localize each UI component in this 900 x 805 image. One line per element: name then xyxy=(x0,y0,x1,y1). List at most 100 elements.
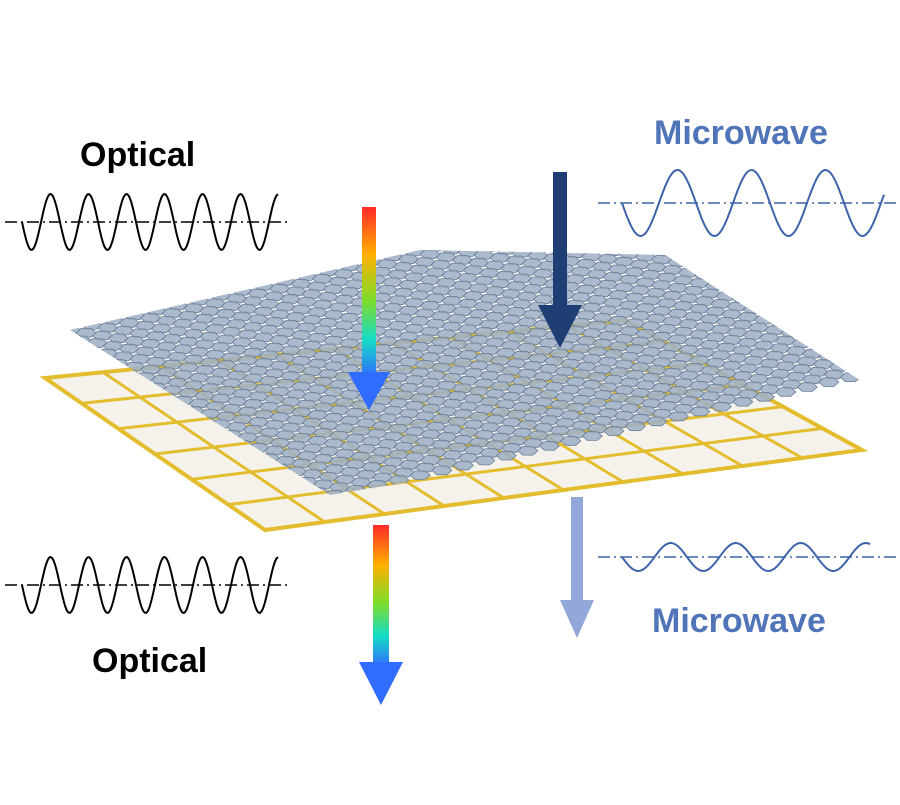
hexagon-cell xyxy=(50,470,70,479)
hexagon-cell xyxy=(475,456,495,465)
hexagon-cell xyxy=(873,353,893,362)
hexagon-cell xyxy=(136,476,156,485)
hexagon-cell xyxy=(66,421,86,430)
hexagon-cell xyxy=(275,251,295,260)
hexagon-cell xyxy=(81,295,101,304)
hexagon-cell xyxy=(748,272,768,281)
hexagon-cell xyxy=(888,227,900,236)
hexagon-cell xyxy=(93,434,113,443)
hexagon-cell xyxy=(60,429,80,438)
hexagon-cell xyxy=(765,249,785,258)
hexagon-cell xyxy=(824,242,844,251)
hexagon-cell xyxy=(829,285,849,294)
hexagon-cell xyxy=(883,312,900,321)
optical-wave-bottom xyxy=(5,557,290,613)
hexagon-cell xyxy=(625,422,645,431)
hexagon-cell xyxy=(152,504,172,513)
hexagon-cell xyxy=(883,235,900,244)
hexagon-cell xyxy=(754,264,774,273)
hexagon-cell xyxy=(93,485,113,494)
hexagon-cell xyxy=(840,373,860,382)
hexagon-cell xyxy=(104,496,124,505)
hexagon-cell xyxy=(846,340,866,349)
hexagon-cell xyxy=(743,279,763,288)
hexagon-cell xyxy=(889,330,900,339)
hexagon-cell xyxy=(45,477,65,486)
hexagon-cell xyxy=(264,266,284,275)
hexagon-cell xyxy=(109,437,129,446)
hexagon-cell xyxy=(851,358,871,367)
hexagon-cell xyxy=(44,323,64,332)
hexagon-cell xyxy=(604,427,624,436)
hexagon-cell xyxy=(88,467,108,476)
hexagon-cell xyxy=(109,462,129,471)
hexagon-cell xyxy=(797,331,817,340)
hexagon-cell xyxy=(38,305,58,314)
hexagon-cell xyxy=(194,289,214,298)
hexagon-cell xyxy=(856,350,876,359)
hexagon-cell xyxy=(119,293,139,302)
hexagon-cell xyxy=(818,275,838,284)
hexagon-cell xyxy=(571,241,591,250)
hexagon-cell xyxy=(377,234,397,243)
hexagon-cell xyxy=(781,277,801,286)
hexagon-cell xyxy=(329,252,349,261)
hexagon-cell xyxy=(323,259,343,268)
optical-wave-icon xyxy=(22,194,278,250)
hexagon-cell xyxy=(539,442,559,451)
hexagon-cell xyxy=(82,449,102,458)
hexagon-cell xyxy=(518,446,538,455)
hexagon-cell xyxy=(60,403,80,412)
hexagon-cell xyxy=(561,437,581,446)
hexagon-cell xyxy=(684,235,704,244)
hexagon-cell xyxy=(711,402,731,411)
hexagon-cell xyxy=(829,260,849,269)
hexagon-cell xyxy=(824,345,844,354)
hexagon-cell xyxy=(71,465,91,474)
hexagon-cell xyxy=(109,360,129,369)
hexagon-cell xyxy=(797,383,817,392)
hexagon-cell xyxy=(39,356,59,365)
hexagon-cell xyxy=(120,447,140,456)
hexagon-cell xyxy=(318,241,338,250)
hexagon-cell xyxy=(872,301,892,310)
hexagon-cell xyxy=(824,267,844,276)
hexagon-cell xyxy=(770,293,790,302)
hexagon-cell xyxy=(141,494,161,503)
hexagon-cell xyxy=(851,332,871,341)
hexagon-cell xyxy=(61,506,81,515)
hexagon-cell xyxy=(834,226,854,235)
hexagon-cell xyxy=(867,360,887,369)
transmitted-microwave-arrow[interactable] xyxy=(560,497,594,638)
hexagon-cell xyxy=(189,271,209,280)
hexagon-cell xyxy=(862,317,882,326)
hexagon-cell xyxy=(522,233,542,242)
hexagon-cell xyxy=(44,400,64,409)
hexagon-cell xyxy=(651,230,671,239)
hexagon-cell xyxy=(862,342,882,351)
hexagon-cell xyxy=(786,321,806,330)
hexagon-cell xyxy=(733,397,753,406)
hexagon-cell xyxy=(184,278,204,287)
hexagon-cell xyxy=(104,470,124,479)
hexagon-cell xyxy=(61,454,81,463)
hexagon-cell xyxy=(82,475,102,484)
hexagon-cell xyxy=(657,248,677,257)
hexagon-cell xyxy=(34,492,54,501)
hexagon-cell xyxy=(786,295,806,304)
hexagon-cell xyxy=(689,253,709,262)
transmitted-optical-arrow[interactable] xyxy=(359,525,403,705)
hexagon-cell xyxy=(856,247,876,256)
hexagon-cell xyxy=(781,252,801,261)
hexagon-cell xyxy=(608,239,628,248)
hexagon-cell xyxy=(259,274,279,283)
hexagon-cell xyxy=(781,303,801,312)
hexagon-cell xyxy=(146,280,166,289)
hexagon-cell xyxy=(291,254,311,263)
hexagon-cell xyxy=(711,274,731,283)
hexagon-cell xyxy=(598,229,618,238)
hexagon-cell xyxy=(125,491,145,500)
hexagon-cell xyxy=(436,227,456,236)
hexagon-cell xyxy=(66,498,86,507)
hexagon-cell xyxy=(490,228,510,237)
